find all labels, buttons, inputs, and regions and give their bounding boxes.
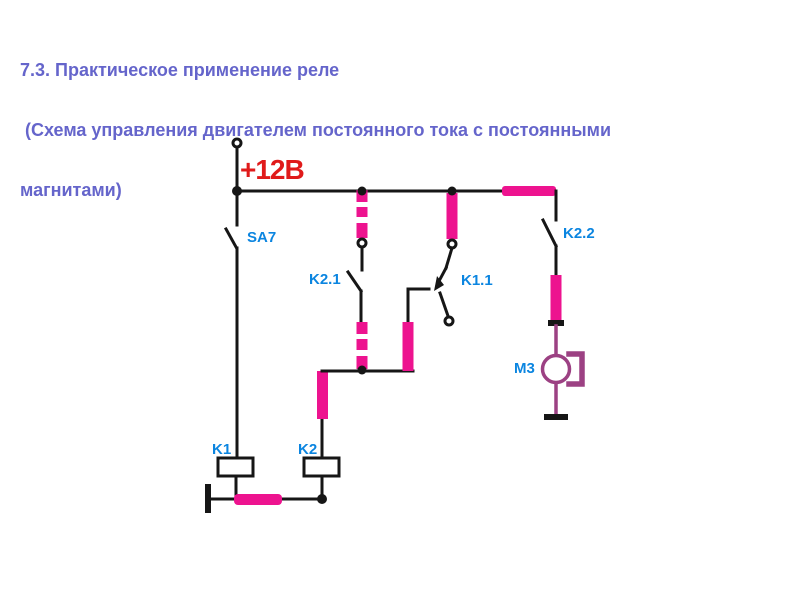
- permanent-magnet-bracket-icon: [566, 351, 585, 387]
- switch-sa7-label: SA7: [247, 229, 277, 246]
- k11-lower-wire: [438, 291, 450, 318]
- highlight-bar-k22-drop: [550, 275, 562, 323]
- k21-dash-4: [356, 322, 368, 334]
- junction-dot: [232, 186, 242, 196]
- k21-dash-2: [356, 207, 368, 217]
- k11-upper-wire: [444, 246, 454, 270]
- supply-voltage-label: +12В: [240, 154, 305, 185]
- slide-title: 7.3. Практическое применение реле (Схема…: [20, 20, 760, 240]
- relay-coil-k1: [216, 456, 255, 501]
- coil-k2-label: K2: [298, 441, 318, 458]
- sa7-blade: [223, 226, 239, 250]
- supply-terminal: [231, 137, 243, 188]
- motor-m3-label: М3: [514, 360, 535, 377]
- contact-k22-label: K2.2: [563, 225, 595, 242]
- junction-dot: [357, 365, 367, 375]
- motor-m3: [540, 324, 585, 420]
- highlight-bar-k11-drop: [402, 322, 414, 371]
- relay-contact-k22: [540, 189, 564, 326]
- slide-title-line1: 7.3. Практическое применение реле: [20, 60, 340, 80]
- slide-title-line2: (Схема управления двигателем постоянного…: [20, 120, 612, 140]
- highlight-bar-bottom-rail: [234, 494, 282, 505]
- k2-coil-box: [302, 456, 341, 478]
- relay-contact-k11: [402, 193, 458, 371]
- motor-end-terminal: [544, 414, 568, 420]
- contact-k21-label: K2.1: [309, 271, 341, 288]
- junction-dot: [447, 186, 457, 196]
- highlight-bar-k11: [446, 193, 458, 239]
- k22-blade: [540, 217, 559, 249]
- k11-arrowhead-icon: [434, 276, 444, 291]
- highlight-bar-top-bus: [502, 186, 556, 196]
- motor-circle-icon: [540, 353, 572, 385]
- highlight-bar-k2-riser: [317, 371, 328, 419]
- ground-terminal: [205, 484, 324, 513]
- junction-dot: [317, 494, 327, 504]
- contact-k11-label: K1.1: [461, 272, 493, 289]
- k21-dash-1: [356, 190, 368, 202]
- coil-k1-label: K1: [212, 441, 232, 458]
- k21-dash-6: [356, 356, 368, 369]
- relay-contact-k21: [345, 190, 368, 369]
- k21-dash-3: [356, 223, 368, 238]
- relay-coil-k2: [302, 369, 415, 501]
- k11-open-terminal-icon: [443, 315, 455, 327]
- k21-dash-5: [356, 339, 368, 350]
- switch-sa7: [223, 189, 239, 460]
- slide-title-line3: магнитами): [20, 180, 122, 200]
- junction-dot: [357, 186, 367, 196]
- k21-blade: [345, 269, 364, 294]
- k1-coil-box: [216, 456, 255, 478]
- k22-terminal-cap: [548, 320, 564, 326]
